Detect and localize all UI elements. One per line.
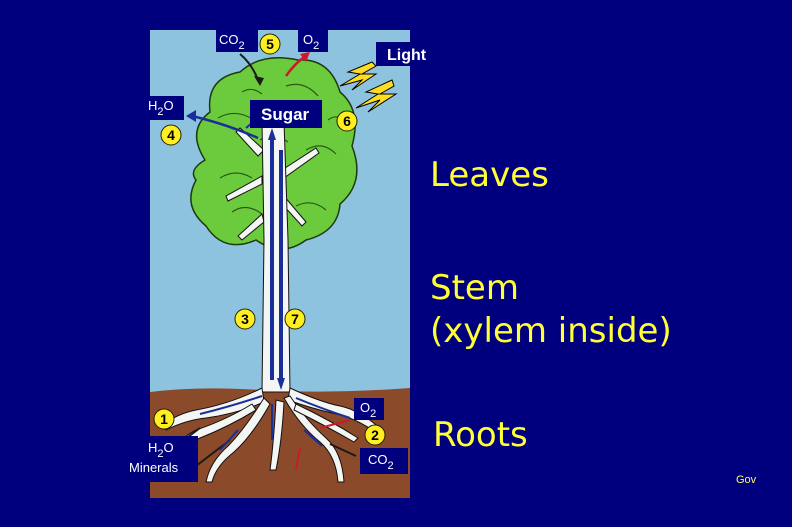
root-gas-arrow xyxy=(295,447,301,471)
sugar-label: Sugar xyxy=(261,105,310,124)
light-label: Light xyxy=(387,47,427,64)
h2o-bottom-label: H2O xyxy=(148,440,174,460)
svg-text:5: 5 xyxy=(266,36,274,52)
number-badge-6: 6 xyxy=(336,110,358,132)
co2-intake-arrowhead xyxy=(254,76,264,86)
h2o-top-label-box xyxy=(144,96,184,120)
o2-root-arrow xyxy=(319,419,351,429)
o2-bottom-label: O2 xyxy=(360,400,376,420)
co2-root-arrow xyxy=(329,443,357,457)
root-flow-arrows xyxy=(199,395,351,451)
minerals-label: Minerals xyxy=(129,460,179,475)
co2-top-label-box xyxy=(216,30,258,52)
svg-text:2: 2 xyxy=(371,427,379,443)
leaves-label: Leaves xyxy=(430,155,549,195)
co2-top-label: CO2 xyxy=(219,32,245,52)
o2-top-label-box xyxy=(298,30,328,52)
tree-roots xyxy=(161,387,383,483)
light-bolts-icon xyxy=(339,61,398,113)
transpiration-arrow xyxy=(191,114,259,140)
light-label-box xyxy=(376,42,434,66)
number-badge-5: 5 xyxy=(259,33,281,55)
tree-branches xyxy=(225,127,320,241)
h2o-top-label: H2O xyxy=(148,98,174,118)
co2-bottom-label: CO2 xyxy=(368,452,394,472)
number-badge-4: 4 xyxy=(160,124,182,146)
credit-text: Gov xyxy=(736,474,757,486)
number-badge-1: 1 xyxy=(153,408,175,430)
sugar-label-box xyxy=(250,100,322,128)
o2-release-arrowhead xyxy=(300,52,310,62)
svg-text:4: 4 xyxy=(167,127,175,143)
xylem-inside-label: (xylem inside) xyxy=(430,311,672,351)
co2-bottom-label-box xyxy=(360,448,408,474)
o2-top-label: O2 xyxy=(303,32,319,52)
svg-text:7: 7 xyxy=(291,311,299,327)
svg-text:1: 1 xyxy=(160,411,168,427)
tree-trunk xyxy=(261,121,291,393)
svg-text:6: 6 xyxy=(343,113,351,129)
transpiration-arrowhead xyxy=(186,110,196,122)
h2o-minerals-label-box xyxy=(126,436,198,482)
xylem-flow-arrows xyxy=(268,128,285,390)
svg-text:3: 3 xyxy=(241,311,249,327)
number-badge-2: 2 xyxy=(364,424,386,446)
stem-label: Stem xyxy=(430,268,519,308)
number-badge-3: 3 xyxy=(234,308,256,330)
o2-bottom-label-box xyxy=(354,398,384,420)
number-badge-7: 7 xyxy=(284,308,306,330)
roots-label: Roots xyxy=(433,415,528,455)
